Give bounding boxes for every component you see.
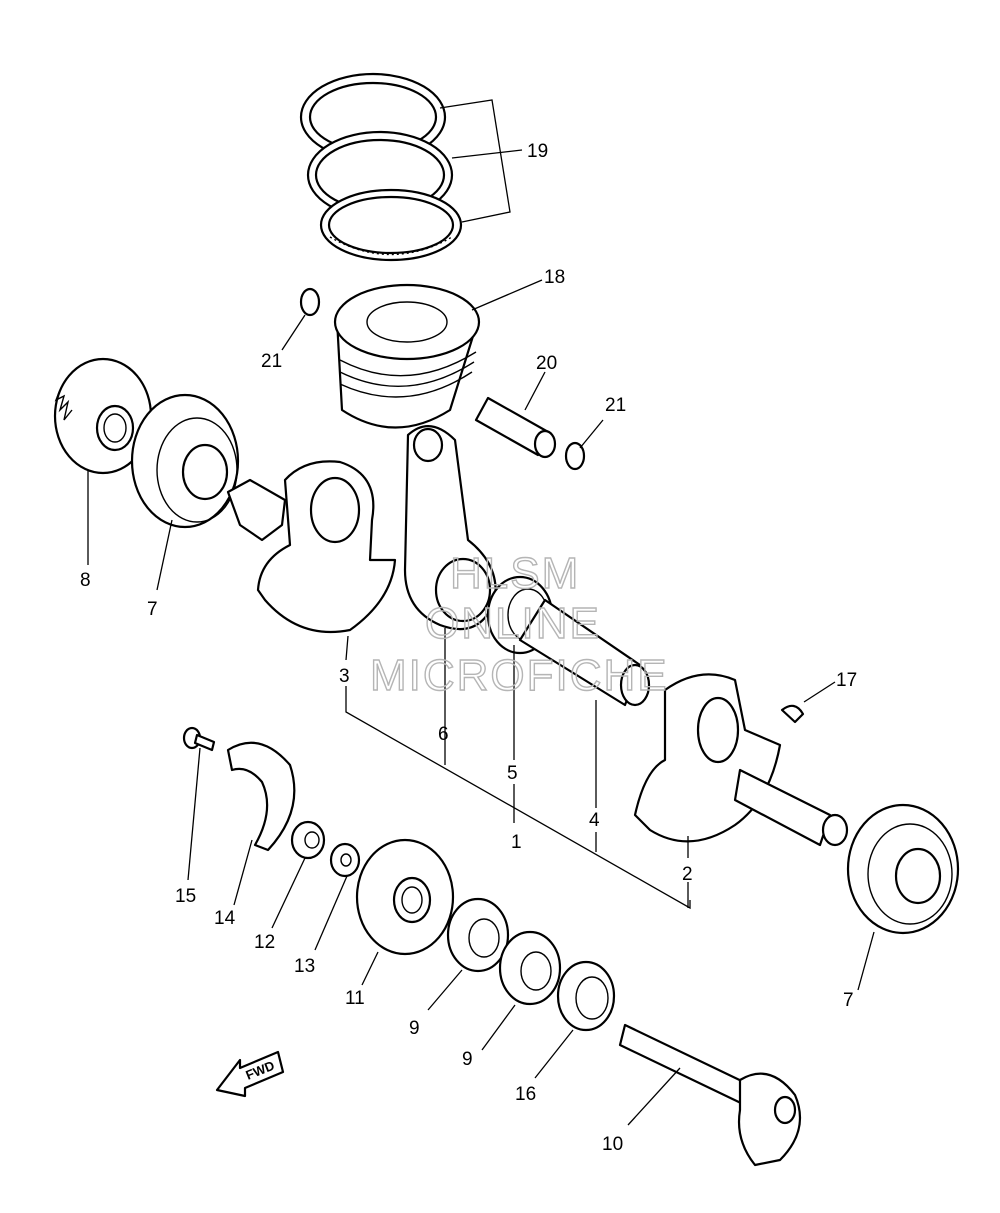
callout-8: 8 (80, 570, 91, 591)
balancer-weight[interactable] (226, 741, 296, 852)
piston-ring-set[interactable] (299, 72, 463, 262)
callout-1: 1 (511, 832, 522, 853)
callout-16: 16 (515, 1084, 536, 1105)
callout-7-left: 7 (147, 599, 158, 620)
piston[interactable] (333, 283, 481, 429)
crank-pin[interactable] (518, 598, 651, 707)
bolt[interactable] (182, 726, 216, 752)
watermark: HLSM ONLINE MICROFICHE (369, 548, 669, 700)
drive-gear[interactable] (53, 357, 153, 475)
svg-text:MICROFICHE: MICROFICHE (370, 651, 669, 700)
callout-17: 17 (836, 670, 857, 691)
crank-bearing-left[interactable] (130, 393, 240, 529)
balancer-needle-bearing[interactable] (556, 960, 616, 1032)
callout-3: 3 (339, 666, 350, 687)
svg-text:ONLINE: ONLINE (425, 599, 601, 648)
callout-10: 10 (602, 1134, 623, 1155)
callout-18: 18 (544, 267, 565, 288)
crankshaft-left[interactable] (226, 460, 397, 634)
callout-9-b: 9 (462, 1049, 473, 1070)
leader-lines (87, 99, 875, 1126)
balancer-drive-gear[interactable] (355, 838, 455, 956)
piston-pin[interactable] (474, 396, 557, 459)
crankshaft-right[interactable] (633, 673, 849, 847)
svg-text:HLSM: HLSM (450, 549, 580, 598)
forward-direction-arrow: FWD (215, 1050, 285, 1098)
piston-pin-clip-left[interactable] (299, 287, 321, 317)
callout-15: 15 (175, 886, 196, 907)
callout-7-right: 7 (843, 990, 854, 1011)
crank-bearing-right[interactable] (846, 803, 960, 935)
lock-washer[interactable] (329, 842, 361, 878)
callout-14: 14 (214, 908, 236, 929)
callout-2: 2 (682, 864, 693, 885)
piston-pin-clip-right[interactable] (564, 441, 586, 471)
balancer-bearing-1[interactable] (446, 897, 510, 973)
callout-labels: 19 18 21 20 21 8 7 3 6 5 4 1 17 2 7 15 1… (80, 141, 857, 1155)
callout-4: 4 (589, 810, 600, 831)
callout-12: 12 (254, 932, 275, 953)
callout-21-right: 21 (605, 395, 626, 416)
callout-21-left: 21 (261, 351, 282, 372)
nut[interactable] (290, 820, 326, 860)
callout-20: 20 (536, 353, 557, 374)
balancer-bearing-2[interactable] (498, 930, 562, 1006)
connecting-rod[interactable] (403, 425, 497, 631)
callout-5: 5 (507, 763, 518, 784)
callout-13: 13 (294, 956, 315, 977)
callout-19: 19 (527, 141, 548, 162)
balancer-shaft[interactable] (618, 1023, 802, 1167)
callout-9-a: 9 (409, 1018, 420, 1039)
callout-6: 6 (438, 724, 449, 745)
callout-11: 11 (345, 988, 365, 1009)
woodruff-key[interactable] (780, 704, 805, 724)
